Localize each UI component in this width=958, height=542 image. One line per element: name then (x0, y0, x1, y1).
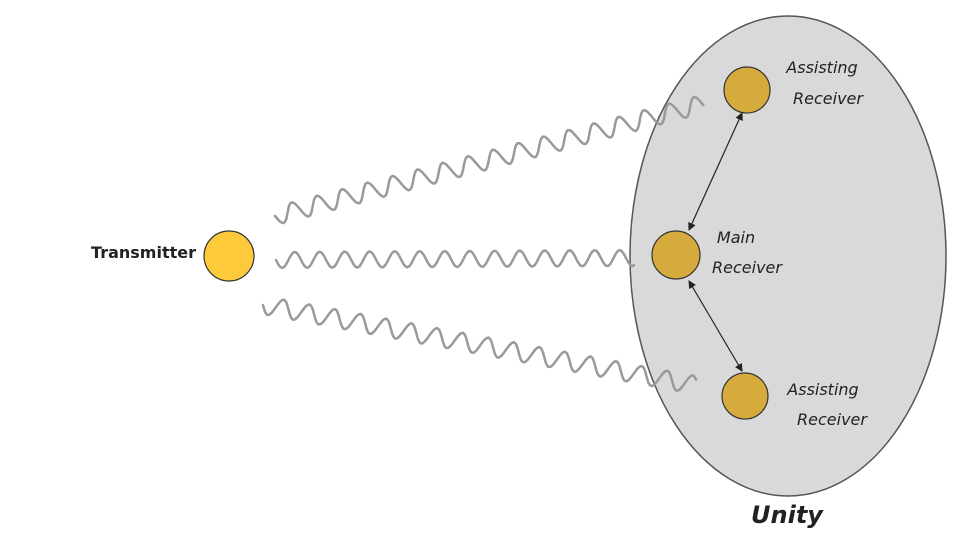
link-main-to-bottom-receiver (688, 280, 743, 372)
signal-wave-top (273, 95, 705, 225)
assisting-receiver-bottom-node (721, 372, 769, 420)
unity-group-label: Unity (751, 501, 824, 529)
assisting-receiver-top-label-line2: Receiver (793, 89, 864, 108)
assisting-receiver-bottom-label-line1: Assisting (786, 380, 858, 399)
assisting-receiver-bottom-label-line2: Receiver (797, 410, 868, 429)
main-receiver-node (651, 230, 701, 280)
link-main-to-top-receiver (688, 112, 743, 231)
main-receiver-label-line2: Receiver (712, 258, 783, 277)
transmitter-label: Transmitter (91, 243, 196, 262)
transmitter-node (203, 230, 255, 282)
assisting-receiver-top-node (723, 66, 771, 114)
signal-wave-middle (274, 248, 636, 270)
main-receiver-label-line1: Main (717, 228, 755, 247)
assisting-receiver-top-label-line1: Assisting (785, 58, 857, 77)
signal-wave-bottom (261, 298, 698, 393)
